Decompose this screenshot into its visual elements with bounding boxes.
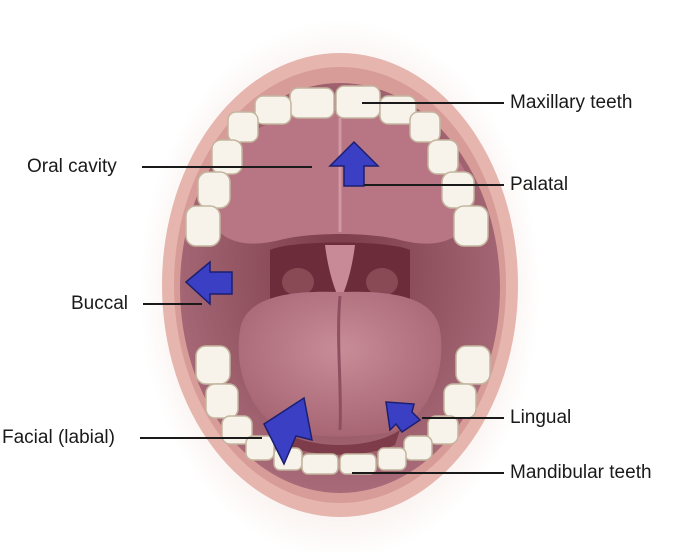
facial-arrow: [263, 396, 313, 466]
label-mandibular-teeth: Mandibular teeth: [510, 462, 652, 483]
label-facial-labial: Facial (labial): [2, 427, 115, 448]
left-tonsil: [282, 268, 314, 296]
floor-of-mouth: [280, 430, 400, 455]
label-maxillary-teeth: Maxillary teeth: [510, 92, 633, 113]
label-lingual: Lingual: [510, 407, 572, 428]
leader-lines: [140, 102, 504, 474]
palatal-arrow: [328, 140, 380, 187]
label-oral-cavity: Oral cavity: [27, 156, 117, 177]
label-palatal: Palatal: [510, 174, 569, 195]
buccal-arrow: [184, 260, 233, 306]
label-buccal: Buccal: [71, 293, 129, 314]
right-tonsil: [366, 268, 398, 296]
uvula: [325, 245, 355, 300]
tongue-median-groove: [337, 295, 342, 431]
maxillary-teeth: [185, 85, 489, 247]
lingual-arrow: [385, 401, 422, 434]
